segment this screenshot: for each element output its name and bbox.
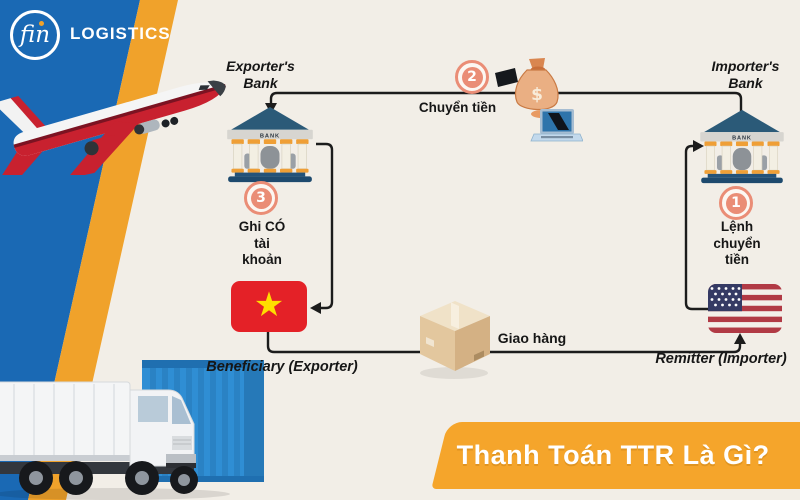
importer-bank-icon: BANK <box>700 109 784 184</box>
arrow-shipping-line <box>266 331 742 354</box>
step-1-label-line1: Lệnh <box>720 219 754 234</box>
arrow-order-line <box>684 144 710 311</box>
logo-wordmark: LOGISTICS <box>70 24 171 43</box>
usa-flag-graphic <box>708 284 782 333</box>
step-1-label: Lệnh chuyển tiền <box>686 219 788 269</box>
step-1-number: 1 <box>725 192 747 214</box>
exporter-bank-label-line1: Exporter's <box>226 58 295 74</box>
logo-mark-text: fin <box>19 22 51 48</box>
importer-bank-label-line1: Importer's <box>711 58 780 74</box>
step-1-label-line2: chuyển <box>713 235 761 251</box>
shipping-label: Giao hàng <box>497 330 567 346</box>
step-2-label: Chuyển tiền <box>395 100 520 117</box>
truck-container-icon <box>0 360 264 500</box>
logo-orange-dot <box>39 21 44 26</box>
arrowhead-right <box>693 140 704 152</box>
vietnam-star-icon: ★ <box>253 286 285 324</box>
dollar-sign: $ <box>531 85 543 105</box>
importer-bank-label-line2: Bank <box>728 75 763 91</box>
step-3-label-line3: khoản <box>242 252 282 267</box>
step-2-number: 2 <box>461 66 483 88</box>
importer-bank-label: Importer's Bank <box>688 58 800 92</box>
step-3-label-line2: tài <box>254 235 270 251</box>
step-3-number: 3 <box>250 187 272 209</box>
exporter-bank-icon: BANK <box>227 106 313 183</box>
importer-bank-sign: BANK <box>732 136 752 142</box>
arrow-transfer-line <box>269 91 743 111</box>
exporter-bank-label: Exporter's Bank <box>203 58 318 92</box>
step-3-label-line1: Ghi CÓ <box>238 219 286 234</box>
exporter-bank-sign: BANK <box>260 133 280 139</box>
money-bag-icon <box>514 69 559 111</box>
step-3-badge: 3 <box>244 181 278 215</box>
vietnam-flag: ★ <box>231 281 307 332</box>
exporter-bank-label-line2: Bank <box>243 75 278 91</box>
step-1-badge: 1 <box>719 186 753 220</box>
usa-flag <box>708 284 782 333</box>
hand-icon <box>495 68 518 87</box>
step-3-label: Ghi CÓ tài khoản <box>212 219 312 269</box>
airplane-icon <box>0 80 226 175</box>
company-logo: fin LOGISTICS <box>10 10 230 66</box>
page-title: Thanh Toán TTR Là Gì? <box>456 440 770 470</box>
step-2-label-line: Chuyển tiền <box>418 100 497 115</box>
title-banner: Thanh Toán TTR Là Gì? <box>431 422 800 489</box>
money-transfer-icon: $ <box>495 58 583 142</box>
package-box-icon <box>420 301 490 379</box>
arrow-credit-line <box>316 142 334 310</box>
logo-circle-mark: fin <box>10 10 60 60</box>
step-2-badge: 2 <box>455 60 489 94</box>
arrowhead-left <box>310 302 321 314</box>
remitter-label: Remitter (Importer) <box>655 351 787 367</box>
arrowhead-up <box>734 333 746 344</box>
beneficiary-label: Beneficiary (Exporter) <box>206 359 358 375</box>
step-1-label-line3: tiền <box>724 252 749 267</box>
